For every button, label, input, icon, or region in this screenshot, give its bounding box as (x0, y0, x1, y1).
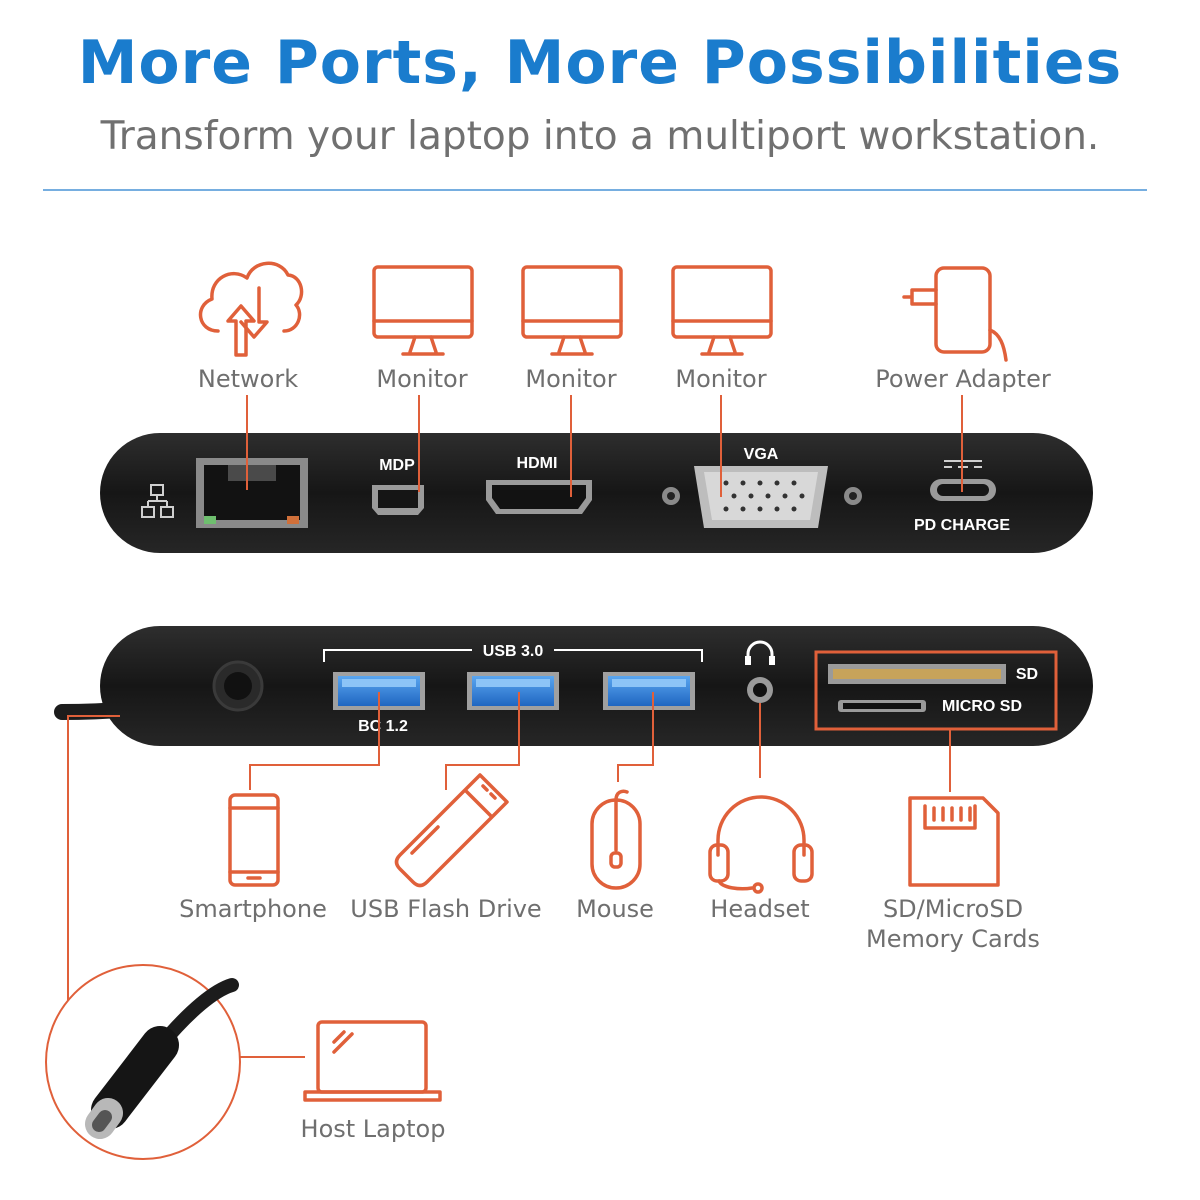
network-symbol-icon (141, 484, 174, 518)
sd-label: SD (1016, 666, 1038, 683)
monitor-label-3: Monitor (675, 365, 766, 393)
power-adapter-icon (902, 266, 1008, 362)
page-title: More Ports, More Possibilities (77, 28, 1123, 98)
monitor-icon-2 (521, 265, 623, 356)
divider (43, 189, 1147, 191)
vga-port: VGA (662, 446, 862, 528)
host-laptop-icon (303, 1020, 442, 1102)
hub-bottom-panel: USB 3.0 BC 1.2 SD (100, 626, 1093, 746)
mdp-port-label: MDP (379, 457, 415, 474)
headset-jack (745, 640, 775, 703)
usb-c-plug-callout (45, 964, 241, 1160)
monitor-label-2: Monitor (525, 365, 616, 393)
monitor-icon-1 (372, 265, 474, 356)
bc-label: BC 1.2 (358, 718, 408, 735)
hdmi-port: HDMI (486, 455, 592, 514)
pd-charge-label: PD CHARGE (914, 517, 1010, 534)
micro-sd-label: MICRO SD (942, 698, 1022, 715)
memory-cards-label-line2: Memory Cards (866, 925, 1040, 953)
smartphone-icon (228, 793, 280, 887)
power-adapter-label: Power Adapter (875, 365, 1051, 393)
bottom-leader-lines (67, 692, 951, 1095)
network-label: Network (198, 365, 298, 393)
host-laptop-label: Host Laptop (301, 1115, 446, 1143)
usb-flash-drive-label: USB Flash Drive (350, 895, 541, 923)
hdmi-port-label: HDMI (517, 455, 558, 472)
top-leader-lines (246, 395, 963, 497)
mdp-port: MDP (372, 457, 424, 515)
hub-top-panel: MDP HDMI VGA PD CHA (100, 433, 1093, 553)
cloud-network-icon (198, 261, 304, 357)
usb-port-3 (603, 672, 695, 710)
ethernet-port (196, 458, 308, 528)
headset-label: Headset (710, 895, 809, 923)
mouse-label: Mouse (576, 895, 654, 923)
page-subtitle: Transform your laptop into a multiport w… (100, 114, 1100, 159)
pd-charge-port: PD CHARGE (914, 460, 1010, 534)
sd-card-icon (908, 796, 1000, 887)
mouse-icon (590, 789, 642, 890)
usb-group-label: USB 3.0 (483, 643, 544, 660)
smartphone-label: Smartphone (179, 895, 327, 923)
monitor-label-1: Monitor (376, 365, 467, 393)
monitor-icon-3 (671, 265, 773, 356)
memory-cards-label-line1: SD/MicroSD (883, 895, 1023, 923)
sd-card-slots: SD MICRO SD (814, 650, 1058, 731)
usb-port-2 (467, 672, 559, 710)
vga-port-label: VGA (744, 446, 779, 463)
usb-flash-drive-icon (394, 773, 509, 888)
headset-icon (708, 795, 814, 894)
